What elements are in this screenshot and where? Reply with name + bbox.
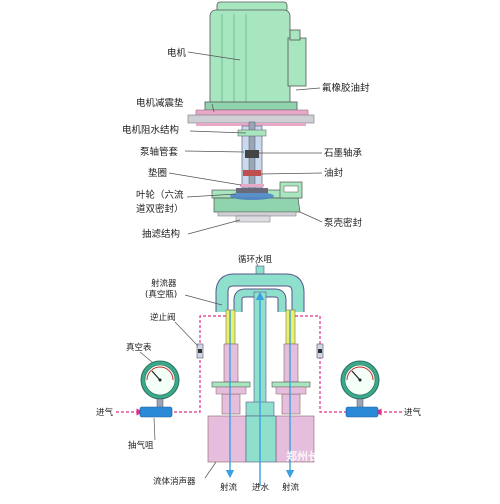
- label-inflow: 进水: [252, 482, 270, 493]
- label-oil-seal: 油封: [324, 167, 344, 179]
- label-gasket: 垫圈: [148, 167, 167, 179]
- label-graphite: 石墨轴承: [324, 147, 363, 159]
- label-outflow-right: 射流: [282, 482, 300, 493]
- label-rubber-seal: 氟橡胶油封: [322, 82, 370, 94]
- label-filter: 抽滤结构: [142, 228, 180, 240]
- watermark-line-2: qyklang953.cn/chao: [300, 476, 412, 489]
- air-line-left: [172, 315, 226, 413]
- impeller: [230, 192, 274, 200]
- oil-seal: [243, 170, 261, 176]
- label-motor-pad: 电机减震垫: [136, 97, 184, 109]
- extract-nozzle-right: [345, 406, 379, 418]
- label-impeller-2: 道双密封）: [136, 203, 184, 215]
- tube-right-lower: [281, 393, 301, 415]
- top-leader-lines: [168, 51, 323, 235]
- vacuum-gauge-left: [139, 360, 180, 418]
- label-water-block: 电机阻水结构: [122, 124, 179, 136]
- extract-nozzle-left: [139, 406, 173, 418]
- manifold-outer: [216, 274, 304, 312]
- watermark-line-1: 郑州长城仪器有限公司市场部: [286, 449, 429, 463]
- filter-base: [217, 211, 297, 217]
- air-line-right: [295, 315, 346, 413]
- inlet-body: [245, 415, 277, 463]
- label-sleeve: 泵轴管套: [140, 146, 179, 158]
- pump-housing: [213, 197, 301, 213]
- label-shell-seal: 泵壳密封: [324, 217, 363, 229]
- label-motor: 电机: [167, 47, 187, 59]
- label-air-in-right: 进气: [404, 407, 422, 418]
- label-extract-nozzle: 抽气咀: [128, 440, 154, 451]
- label-air-in-left: 进气: [96, 407, 114, 418]
- tube-left-upper: [223, 343, 239, 383]
- muffler-right: [275, 415, 315, 463]
- tube-right-upper: [283, 343, 299, 383]
- motor-flange: [204, 101, 298, 111]
- graphite-bearing: [245, 150, 259, 158]
- vertical-pump: [187, 1, 315, 223]
- ejector-schematic: [116, 265, 402, 486]
- label-muffler: 流体消声器: [153, 476, 196, 487]
- label-check-valve: 逆止阀: [150, 312, 176, 323]
- label-ejector-2: (真空瓶): [145, 289, 177, 300]
- label-nozzle: 循环水咀: [238, 254, 273, 265]
- tube-left-lower: [221, 393, 241, 415]
- label-ejector-1: 射流器: [151, 278, 177, 289]
- terminal-box: [287, 37, 307, 87]
- label-vacuum-gauge: 真空表: [126, 342, 152, 353]
- bottom-leader-lines: [139, 261, 259, 479]
- muffler-left: [207, 415, 247, 463]
- label-outflow-left: 射流: [220, 482, 238, 493]
- label-impeller-1: 叶轮（六流: [136, 189, 184, 201]
- vacuum-gauge-right: [340, 360, 380, 418]
